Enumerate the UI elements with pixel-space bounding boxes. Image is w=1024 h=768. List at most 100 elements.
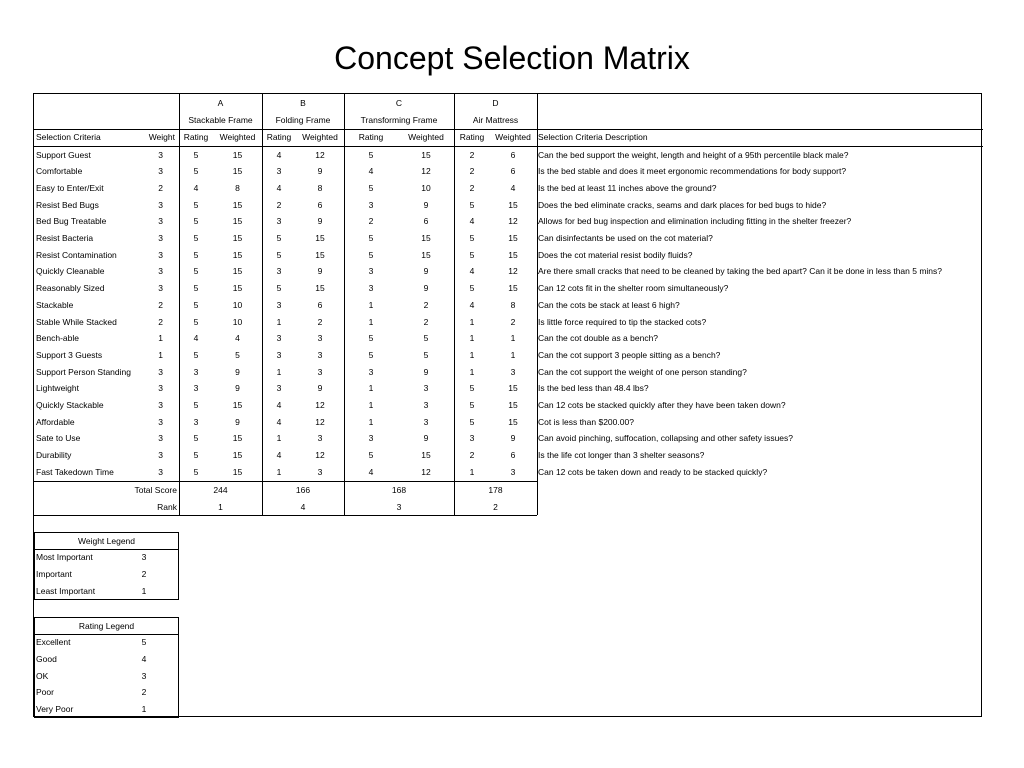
rating-value: 5 (368, 249, 374, 260)
criteria-description: Is the bed stable and does it meet ergon… (538, 166, 847, 177)
header-weighted: Weighted (495, 132, 531, 142)
weighted-value: 15 (315, 249, 325, 260)
rating-value: 5 (469, 283, 475, 294)
criteria-label: Quickly Cleanable (36, 266, 105, 277)
rating-value: 3 (276, 216, 282, 227)
rating-value: 4 (276, 450, 282, 461)
rating-value: 5 (193, 433, 199, 444)
weighted-value: 12 (315, 450, 325, 461)
rating-value: 5 (368, 333, 374, 344)
rating-legend-title: Rating Legend (78, 620, 135, 631)
rating-value: 5 (368, 233, 374, 243)
rating-value: 5 (193, 216, 199, 227)
weighted-value: 15 (421, 450, 431, 461)
criteria-label: Support 3 Guests (36, 349, 103, 360)
concept-name: Transforming Frame (360, 115, 438, 125)
rating-value: 1 (276, 316, 282, 327)
weighted-value: 5 (235, 349, 240, 360)
rating-value: 4 (368, 466, 374, 477)
rating-value: 3 (276, 299, 282, 310)
weighted-value: 15 (508, 199, 518, 210)
column-divider (537, 94, 538, 515)
rating-value: 3 (368, 366, 374, 377)
criteria-description: Can the cots be stack at least 6 high? (538, 299, 680, 310)
weighted-value: 15 (232, 199, 243, 210)
weighted-value: 6 (510, 166, 516, 177)
header-rule (34, 129, 983, 130)
total-score-value: 166 (295, 484, 311, 495)
rating-value: 5 (193, 233, 199, 243)
criteria-label: Affordable (36, 416, 75, 427)
column-divider (344, 94, 345, 515)
weighted-value: 9 (423, 199, 429, 210)
criteria-label: Reasonably Sized (36, 283, 105, 294)
rating-value: 3 (368, 266, 374, 277)
weighted-value: 15 (508, 249, 518, 260)
weighted-value: 1 (510, 349, 516, 360)
criteria-label: Fast Takedown Time (36, 466, 114, 477)
weighted-value: 3 (317, 333, 323, 344)
concept-name: Folding Frame (275, 115, 331, 125)
rating-value: 1 (368, 416, 374, 427)
criteria-description: Are there small cracks that need to be c… (538, 266, 942, 277)
criteria-weight: 3 (158, 149, 163, 160)
total-score-value: 178 (488, 484, 503, 495)
rating-value: 4 (276, 182, 282, 193)
weighted-value: 15 (508, 400, 518, 410)
criteria-weight: 3 (158, 433, 163, 444)
rating-legend-item-label: Excellent (36, 637, 71, 648)
criteria-weight: 3 (158, 383, 163, 394)
rating-value: 5 (469, 383, 475, 394)
weighted-value: 9 (235, 366, 240, 377)
criteria-label: Comfortable (36, 166, 83, 177)
criteria-weight: 3 (158, 233, 163, 243)
header-description: Selection Criteria Description (538, 132, 648, 142)
rating-value: 5 (469, 400, 475, 410)
criteria-description: Cot is less than $200.00? (538, 416, 634, 427)
weighted-value: 15 (508, 283, 518, 294)
criteria-weight: 2 (158, 182, 163, 193)
criteria-description: Can the cot support 3 people sitting as … (538, 349, 721, 360)
weighted-value: 8 (510, 299, 516, 310)
weighted-value: 1 (510, 333, 516, 344)
rating-legend-item-value: 3 (141, 670, 147, 681)
weighted-value: 3 (423, 400, 429, 410)
header-rating: Rating (183, 132, 209, 142)
weighted-value: 6 (317, 299, 323, 310)
weighted-value: 9 (317, 166, 323, 177)
weighted-value: 15 (315, 233, 325, 243)
weighted-value: 2 (423, 299, 429, 310)
rating-value: 3 (276, 266, 282, 277)
rating-value: 1 (469, 316, 475, 327)
criteria-weight: 3 (158, 166, 163, 177)
total-score-value: 244 (213, 484, 228, 495)
weight-legend-item-label: Least Important (36, 585, 96, 596)
criteria-label: Stable While Stacked (36, 316, 117, 327)
weighted-value: 3 (317, 349, 323, 360)
weighted-value: 4 (510, 182, 516, 193)
criteria-label: Stackable (36, 299, 74, 310)
rating-value: 2 (469, 149, 475, 160)
weighted-value: 2 (423, 316, 429, 327)
page-title: Concept Selection Matrix (334, 40, 690, 76)
criteria-label: Resist Bacteria (36, 233, 94, 243)
criteria-label: Quickly Stackable (36, 400, 104, 410)
rating-value: 3 (276, 383, 282, 394)
weighted-value: 12 (508, 266, 518, 277)
rating-value: 5 (193, 349, 199, 360)
rating-value: 2 (469, 166, 475, 177)
rating-value: 5 (193, 400, 199, 410)
rating-value: 5 (193, 283, 199, 294)
rating-value: 5 (469, 416, 475, 427)
criteria-description: Can disinfectants be used on the cot mat… (538, 233, 713, 243)
weighted-value: 3 (317, 366, 323, 377)
weighted-value: 5 (423, 333, 429, 344)
criteria-weight: 3 (158, 283, 163, 294)
criteria-description: Can the cot double as a bench? (538, 333, 659, 344)
rating-value: 1 (469, 466, 475, 477)
rating-value: 5 (368, 450, 374, 461)
weighted-value: 3 (423, 383, 429, 394)
rating-value: 3 (368, 283, 374, 294)
rating-value: 5 (276, 233, 282, 243)
